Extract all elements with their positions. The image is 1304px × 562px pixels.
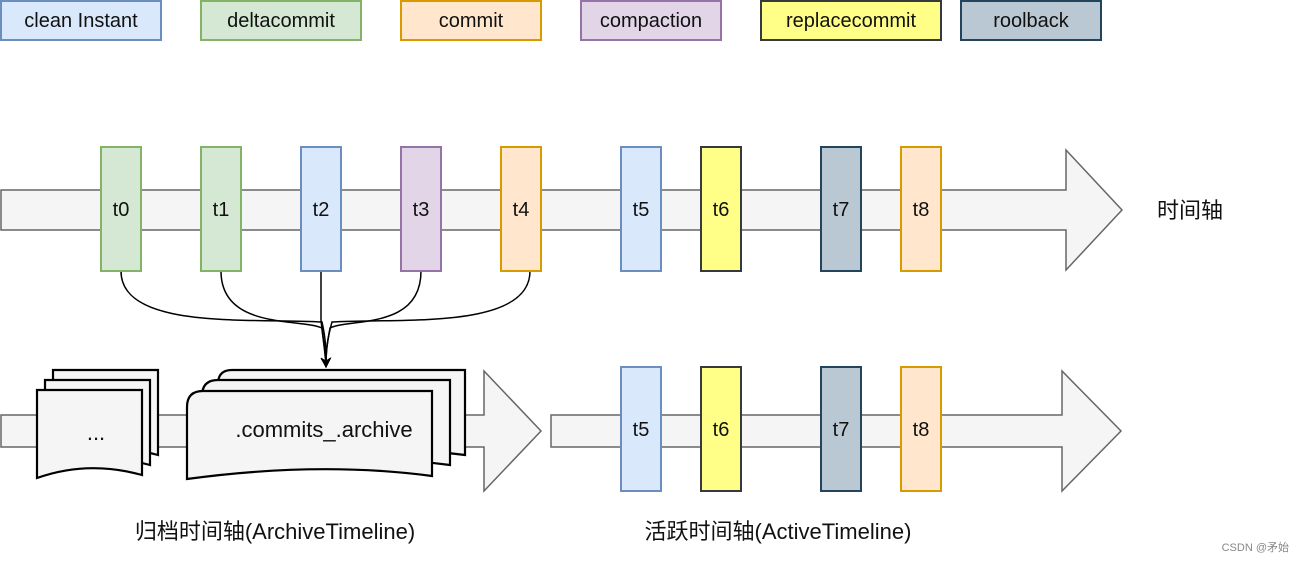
instant-box	[100, 146, 142, 272]
instant-box	[400, 146, 442, 272]
instant-box	[820, 146, 862, 272]
main-timeline-label: 时间轴	[1157, 198, 1223, 223]
instant-t6: t6	[700, 146, 742, 272]
doc-sheet-front	[185, 389, 434, 481]
instant-t4: t4	[500, 146, 542, 272]
instant-label: t7	[833, 419, 850, 441]
legend-swatch	[0, 0, 162, 41]
instant-box	[900, 146, 942, 272]
instant-box	[300, 146, 342, 272]
legend-label: deltacommit	[227, 10, 335, 32]
legend-item: roolback	[960, 0, 1102, 41]
instant-t3: t3	[400, 146, 442, 272]
instant-label: t8	[913, 419, 930, 441]
legend-item: compaction	[580, 0, 722, 41]
legend-label: clean Instant	[24, 10, 138, 32]
legend-swatch	[400, 0, 542, 41]
connector-t2	[320, 271, 331, 369]
instant-t5: t5	[620, 366, 662, 492]
instant-label: t6	[713, 419, 730, 441]
legend-item: replacecommit	[760, 0, 942, 41]
archive-timeline-label: 归档时间轴(ArchiveTimeline)	[135, 519, 415, 544]
instant-label: t0	[113, 199, 130, 221]
instant-t8: t8	[900, 366, 942, 492]
active-timeline-instants: t5 t6 t7 t8	[620, 366, 942, 492]
instant-t8: t8	[900, 146, 942, 272]
legend-label: commit	[439, 10, 504, 32]
instant-box	[820, 366, 862, 492]
instant-t2: t2	[300, 146, 342, 272]
main-timeline-instants: t0 t1 t2 t3 t4 t5 t6 t7 t8	[100, 146, 942, 272]
instant-label: t4	[513, 199, 530, 221]
legend-item: clean Instant	[0, 0, 162, 41]
instant-t0: t0	[100, 146, 142, 272]
connector-t0	[120, 270, 332, 369]
instant-label: t8	[913, 199, 930, 221]
doc-large-label: .commits_.archive	[235, 417, 412, 442]
instant-label: t5	[633, 419, 650, 441]
instant-t6: t6	[700, 366, 742, 492]
main-timeline-arrow	[0, 148, 1124, 272]
archive-connectors	[120, 270, 531, 369]
legend-label: replacecommit	[786, 10, 916, 32]
archive-doc-stack-small: ...	[35, 368, 160, 480]
instant-label: t3	[413, 199, 430, 221]
instant-box	[500, 146, 542, 272]
instant-t5: t5	[620, 146, 662, 272]
instant-t7: t7	[820, 146, 862, 272]
instant-box	[900, 366, 942, 492]
legend-swatch	[580, 0, 722, 41]
legend-swatch	[200, 0, 362, 41]
legend-swatch	[760, 0, 942, 41]
instant-label: t5	[633, 199, 650, 221]
instant-box	[200, 146, 242, 272]
instant-t7: t7	[820, 366, 862, 492]
instant-box	[620, 146, 662, 272]
instant-box	[620, 366, 662, 492]
connector-t4	[320, 270, 531, 369]
legend-label: compaction	[600, 10, 702, 32]
active-timeline-label: 活跃时间轴(ActiveTimeline)	[645, 519, 912, 544]
instant-label: t6	[713, 199, 730, 221]
connector-t3	[320, 270, 422, 369]
legend-item: commit	[400, 0, 542, 41]
connector-t1	[220, 270, 332, 369]
legend: clean Instant deltacommit commit compaction…	[0, 0, 1102, 41]
instant-t1: t1	[200, 146, 242, 272]
instant-box	[700, 366, 742, 492]
instant-label: t1	[213, 199, 230, 221]
archive-doc-stack-large: .commits_.archive	[185, 368, 467, 481]
watermark: CSDN @矛始	[1222, 540, 1289, 554]
doc-small-label: ...	[87, 420, 105, 445]
doc-sheet-front	[35, 388, 144, 480]
instant-label: t7	[833, 199, 850, 221]
instant-box	[700, 146, 742, 272]
instant-label: t2	[313, 199, 330, 221]
legend-swatch	[960, 0, 1102, 41]
legend-item: deltacommit	[200, 0, 362, 41]
legend-label: roolback	[993, 10, 1070, 32]
